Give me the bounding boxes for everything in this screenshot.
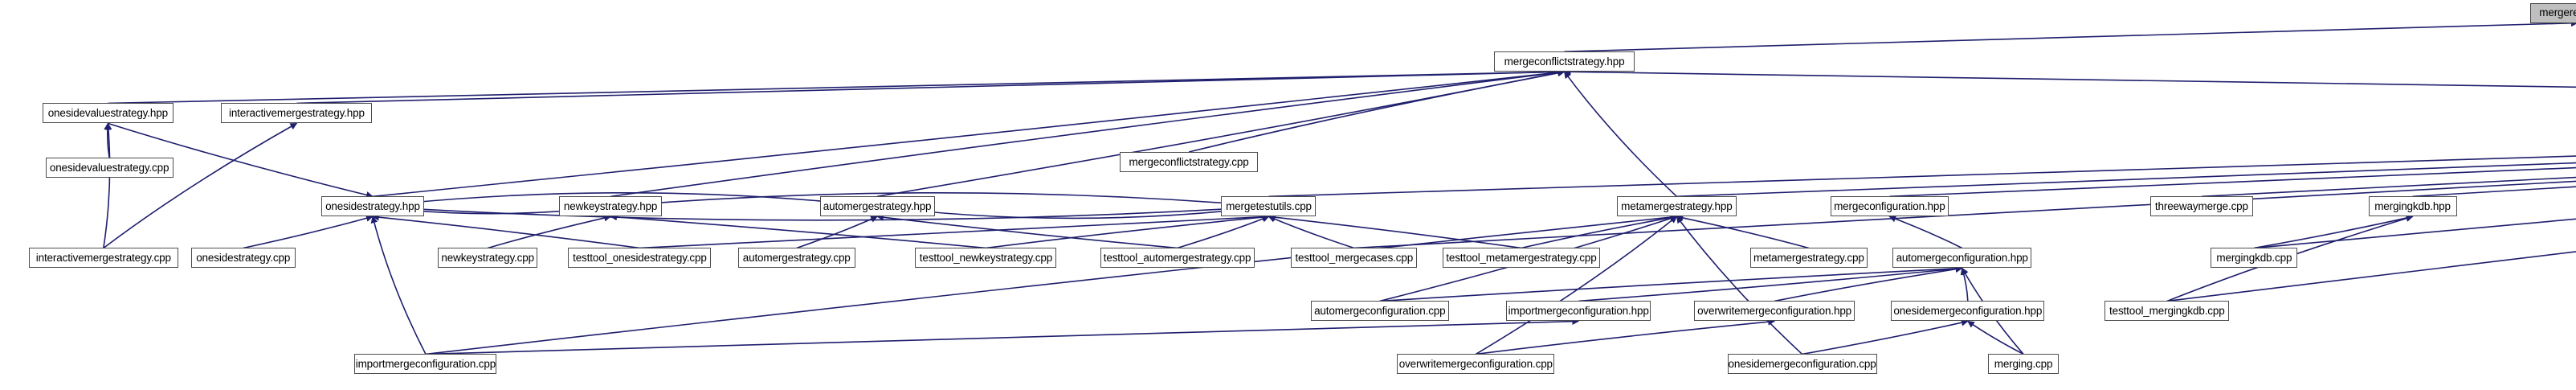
graph-edge	[1177, 216, 1270, 249]
graph-edge	[1379, 265, 1963, 302]
graph-edge	[425, 213, 1678, 355]
graph-edge	[103, 122, 298, 249]
graph-node-testtool-mergingkdb-cpp[interactable]: testtool_mergingkdb.cpp	[2104, 301, 2230, 322]
graph-edge	[639, 213, 1270, 249]
graph-edge	[103, 122, 112, 248]
graph-edge	[986, 213, 1270, 249]
graph-edge	[796, 216, 878, 249]
graph-node-merging-cpp[interactable]: merging.cpp	[1988, 354, 2060, 375]
graph-edge	[1676, 214, 1810, 249]
graph-edge	[372, 68, 1566, 198]
graph-edge	[1564, 19, 2576, 52]
graph-edge	[1475, 216, 1678, 355]
graph-edge	[1578, 265, 1963, 302]
graph-node-onesidemergeconfiguration-hpp[interactable]: onesidemergeconfiguration.hpp	[1891, 301, 2045, 322]
graph-node-interactivemergestrategy-cpp[interactable]: interactivemergestrategy.cpp	[28, 248, 178, 269]
graph-edge	[296, 68, 1566, 105]
graph-edge	[1967, 320, 2024, 355]
graph-node-onesidestrategy-cpp[interactable]: onesidestrategy.cpp	[190, 248, 296, 269]
graph-node-automergestrategy-cpp[interactable]: automergestrategy.cpp	[737, 248, 855, 269]
graph-edge	[370, 216, 427, 355]
graph-edge	[2201, 177, 2576, 198]
graph-edge	[372, 213, 640, 249]
graph-node-importmergeconfiguration-hpp[interactable]: importmergeconfiguration.hpp	[1506, 301, 1651, 322]
graph-node-testtool-newkeystrategy-cpp[interactable]: testtool_newkeystrategy.cpp	[915, 248, 1057, 269]
graph-node-threewaymerge-cpp[interactable]: threewaymerge.cpp	[2149, 196, 2253, 217]
graph-edge	[2254, 219, 2576, 249]
graph-node-automergestrategy-hpp[interactable]: automergestrategy.hpp	[819, 196, 935, 217]
graph-edge	[1268, 155, 2576, 198]
graph-node-automergeconfiguration-cpp[interactable]: automergeconfiguration.cpp	[1310, 301, 1449, 322]
graph-node-testtool-mergecases-cpp[interactable]: testtool_mergecases.cpp	[1291, 248, 1418, 269]
graph-node-mergetestutils-cpp[interactable]: mergetestutils.cpp	[1221, 196, 1317, 217]
graph-edge	[243, 215, 374, 249]
graph-node-interactivemergestrategy-hpp[interactable]: interactivemergestrategy.hpp	[221, 103, 373, 124]
graph-node-mergingkdb-hpp[interactable]: mergingkdb.hpp	[2368, 196, 2457, 217]
graph-edge	[1563, 71, 1677, 197]
graph-edge	[1521, 214, 1678, 249]
graph-edge	[425, 318, 1580, 355]
graph-node-mergingkdb-cpp[interactable]: mergingkdb.cpp	[2211, 248, 2298, 269]
graph-edge	[1676, 162, 2576, 198]
graph-node-overwritemergeconfiguration-cpp[interactable]: overwritemergeconfiguration.cpp	[1397, 354, 1555, 375]
graph-edge	[610, 192, 1269, 210]
graph-edge	[1888, 216, 1963, 249]
graph-edge	[876, 203, 1269, 220]
graph-edge	[876, 213, 1178, 249]
graph-node-mergeconflictstrategy-cpp[interactable]: mergeconflictstrategy.cpp	[1120, 152, 1259, 172]
graph-node-newkeystrategy-hpp[interactable]: newkeystrategy.hpp	[559, 196, 663, 217]
graph-edge	[1268, 216, 1355, 249]
graph-node-automergeconfiguration-hpp[interactable]: automergeconfiguration.hpp	[1892, 248, 2032, 269]
graph-node-mergeresult-hpp[interactable]: mergeresult.hpp	[2530, 2, 2576, 23]
graph-node-onesidevaluestrategy-cpp[interactable]: onesidevaluestrategy.cpp	[45, 158, 174, 179]
graph-edge	[1188, 69, 1566, 153]
graph-edge	[1889, 166, 2576, 198]
graph-node-testtool-onesidestrategy-cpp[interactable]: testtool_onesidestrategy.cpp	[568, 248, 712, 269]
graph-node-mergeconflictstrategy-hpp[interactable]: mergeconflictstrategy.hpp	[1494, 51, 1635, 72]
graph-edge	[1676, 216, 1803, 355]
graph-node-testtool-metamergestrategy-cpp[interactable]: testtool_metamergestrategy.cpp	[1442, 248, 1600, 269]
graph-edge	[1476, 318, 1775, 355]
graph-node-onesidevaluestrategy-hpp[interactable]: onesidevaluestrategy.hpp	[42, 103, 174, 124]
graph-edge	[487, 214, 611, 249]
graph-edge	[1353, 179, 2576, 249]
graph-node-metamergestrategy-hpp[interactable]: metamergestrategy.hpp	[1616, 196, 1737, 217]
graph-node-newkeystrategy-cpp[interactable]: newkeystrategy.cpp	[438, 248, 538, 269]
graph-edge	[1802, 318, 1969, 355]
graph-node-mergeconfiguration-hpp[interactable]: mergeconfiguration.hpp	[1830, 196, 1949, 217]
graph-edge	[1563, 68, 2576, 88]
graph-node-testtool-automergestrategy-cpp[interactable]: testtool_automergestrategy.cpp	[1100, 248, 1255, 269]
graph-edge	[1268, 213, 1522, 249]
graph-edge	[108, 68, 1566, 105]
graph-edge	[876, 69, 1566, 198]
graph-node-onesidestrategy-hpp[interactable]: onesidestrategy.hpp	[320, 196, 424, 217]
graph-edge	[2412, 185, 2576, 198]
graph-node-onesidemergeconfiguration-cpp[interactable]: onesidemergeconfiguration.cpp	[1727, 354, 1877, 375]
graph-edge	[2254, 214, 2414, 249]
graph-edge	[610, 213, 986, 249]
graph-edge	[1960, 267, 1969, 302]
graph-edge	[610, 68, 1566, 198]
graph-node-overwritemergeconfiguration-hpp[interactable]: overwritemergeconfiguration.hpp	[1694, 301, 1855, 322]
graph-node-importmergeconfiguration-cpp[interactable]: importmergeconfiguration.cpp	[354, 354, 497, 375]
graph-edge	[104, 122, 112, 158]
graph-node-metamergestrategy-cpp[interactable]: metamergestrategy.cpp	[1749, 248, 1868, 269]
graph-edge	[1774, 265, 1963, 302]
